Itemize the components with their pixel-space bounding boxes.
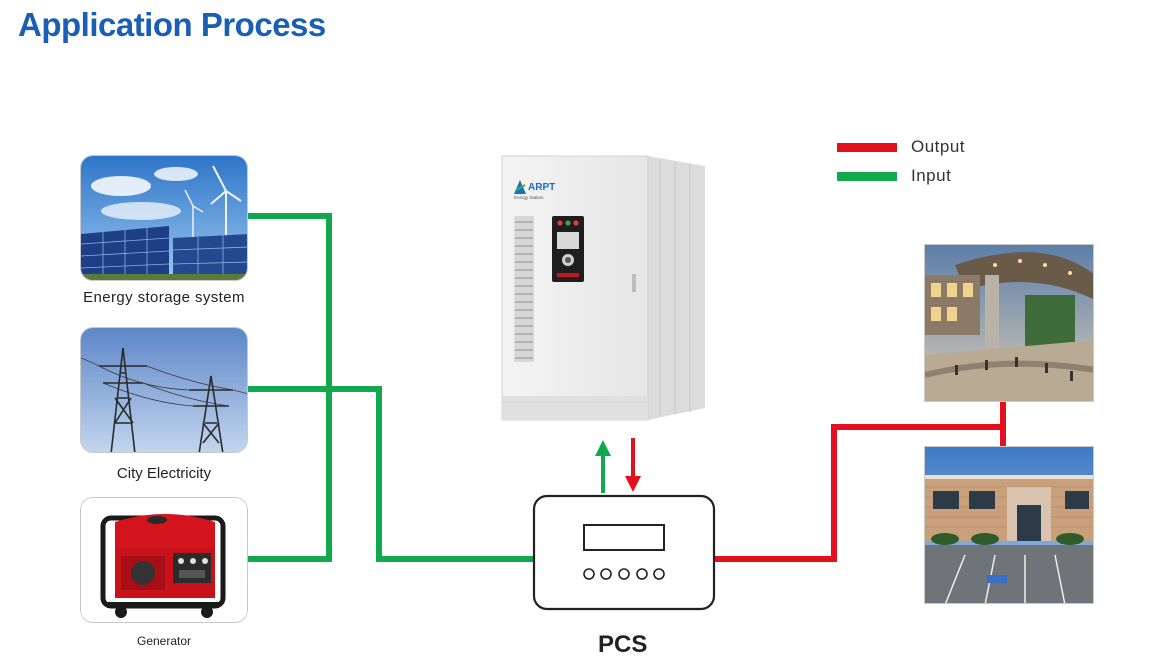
shopping-mall-card xyxy=(924,244,1094,402)
generator-photo-icon xyxy=(81,498,248,623)
legend-input-swatch xyxy=(837,172,897,181)
city-electricity-label: City Electricity xyxy=(60,465,268,482)
output-arrow-head xyxy=(625,476,641,492)
legend-output-label: Output xyxy=(911,137,965,157)
city-electricity-card xyxy=(80,327,248,453)
input-line-city xyxy=(248,389,534,559)
generator-label: Generator xyxy=(60,634,268,648)
energy-storage-card xyxy=(80,155,248,281)
energy-storage-label: Energy storage system xyxy=(60,289,268,306)
shopping-mall-photo-icon xyxy=(925,245,1094,402)
legend-input-label: Input xyxy=(911,166,951,186)
power-tower-photo-icon xyxy=(81,328,248,453)
solar-wind-photo-icon xyxy=(81,156,248,281)
generator-card xyxy=(80,497,248,623)
office-building-photo-icon xyxy=(925,447,1094,604)
pcs-label: PCS xyxy=(598,631,647,659)
office-building-card xyxy=(924,446,1094,604)
cabinet-brand-sub: Energy Station xyxy=(514,195,544,200)
legend-output-swatch xyxy=(837,143,897,152)
storage-cabinet-image: ARPT Energy Station xyxy=(500,152,712,424)
cabinet-brand: ARPT xyxy=(528,182,555,193)
pcs-device xyxy=(532,494,716,612)
input-arrow-head xyxy=(595,440,611,456)
pcs-display xyxy=(584,525,664,550)
